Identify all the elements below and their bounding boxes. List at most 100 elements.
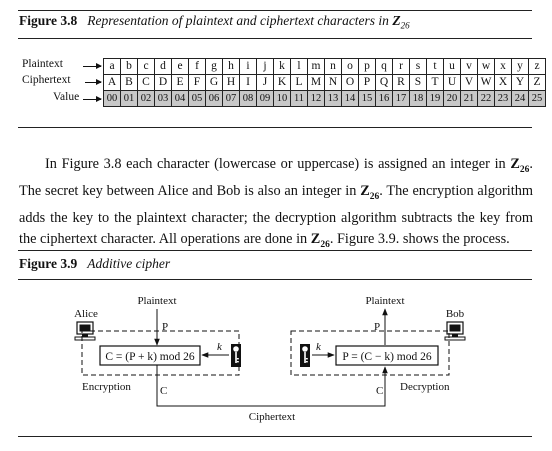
plaintext-cell: y bbox=[511, 58, 529, 75]
c-label-left: C bbox=[160, 385, 167, 397]
ciphertext-cell: R bbox=[392, 74, 410, 91]
value-cell: 03 bbox=[154, 90, 172, 107]
value-cell: 05 bbox=[188, 90, 206, 107]
ciphertext-cell: A bbox=[103, 74, 121, 91]
value-cell: 13 bbox=[324, 90, 342, 107]
ciphertext-path bbox=[156, 365, 388, 407]
ciphertext-cell: U bbox=[443, 74, 461, 91]
additive-cipher-diagram: Plaintext P Alice C = (P + k) mod 26 k E… bbox=[74, 295, 466, 423]
ciphertext-cell: F bbox=[188, 74, 206, 91]
ciphertext-cell: L bbox=[290, 74, 308, 91]
value-cell: 15 bbox=[358, 90, 376, 107]
decryption-label: Decryption bbox=[400, 381, 450, 393]
caption-rule bbox=[18, 38, 532, 39]
p-label-right: P bbox=[374, 321, 380, 333]
plaintext-cell: j bbox=[256, 58, 274, 75]
ciphertext-cell: S bbox=[409, 74, 427, 91]
value-cell: 21 bbox=[460, 90, 478, 107]
plaintext-cell: c bbox=[137, 58, 155, 75]
plaintext-cell: n bbox=[324, 58, 342, 75]
plaintext-cell: t bbox=[426, 58, 444, 75]
ciphertext-cell: E bbox=[171, 74, 189, 91]
decryption-formula-box bbox=[335, 345, 439, 366]
ciphertext-cell: T bbox=[426, 74, 444, 91]
key-label-right: k bbox=[316, 341, 322, 353]
plaintext-cell: z bbox=[528, 58, 546, 75]
value-cell: 22 bbox=[477, 90, 495, 107]
plaintext-cell: a bbox=[103, 58, 121, 75]
decryption-dashed-box bbox=[290, 330, 450, 376]
ciphertext-cell: D bbox=[154, 74, 172, 91]
ciphertext-cell: X bbox=[494, 74, 512, 91]
value-cell: 14 bbox=[341, 90, 359, 107]
figure-number: Figure 3.8 bbox=[19, 13, 78, 28]
arrow-ciphertext bbox=[85, 79, 102, 85]
ciphertext-label: Ciphertext bbox=[249, 411, 295, 423]
ciphertext-cell: O bbox=[341, 74, 359, 91]
top-rule bbox=[18, 10, 532, 11]
value-cell: 08 bbox=[239, 90, 257, 107]
value-cell: 07 bbox=[222, 90, 240, 107]
figure-3-9-top-rule bbox=[18, 250, 532, 251]
value-cell: 25 bbox=[528, 90, 546, 107]
ciphertext-cell: Y bbox=[511, 74, 529, 91]
arrow-value bbox=[83, 96, 102, 102]
figure-3-9-caption-rule bbox=[18, 279, 532, 280]
bob-label: Bob bbox=[446, 308, 465, 320]
figure-number: Figure 3.9 bbox=[19, 256, 78, 271]
value-cell: 18 bbox=[409, 90, 427, 107]
value-cell: 06 bbox=[205, 90, 223, 107]
row-label-value: Value bbox=[53, 91, 80, 103]
plaintext-cell: i bbox=[239, 58, 257, 75]
ciphertext-cell: H bbox=[222, 74, 240, 91]
value-cell: 11 bbox=[290, 90, 308, 107]
value-cell: 23 bbox=[494, 90, 512, 107]
ciphertext-cell: B bbox=[120, 74, 138, 91]
ciphertext-cell: W bbox=[477, 74, 495, 91]
ciphertext-cell: Z bbox=[528, 74, 546, 91]
encryption-formula-box bbox=[99, 345, 201, 366]
plaintext-cell: q bbox=[375, 58, 393, 75]
plaintext-cell: l bbox=[290, 58, 308, 75]
plaintext-cell: v bbox=[460, 58, 478, 75]
value-cell: 10 bbox=[273, 90, 291, 107]
value-cell: 12 bbox=[307, 90, 325, 107]
plaintext-label-left: Plaintext bbox=[137, 295, 176, 307]
value-cell: 20 bbox=[443, 90, 461, 107]
ciphertext-cell: Q bbox=[375, 74, 393, 91]
ciphertext-cell: J bbox=[256, 74, 274, 91]
plaintext-cell: b bbox=[120, 58, 138, 75]
figure-3-9-bottom-rule bbox=[18, 436, 532, 437]
ciphertext-cell: G bbox=[205, 74, 223, 91]
key-label-left: k bbox=[217, 341, 223, 353]
plaintext-cell: m bbox=[307, 58, 325, 75]
ciphertext-cell: C bbox=[137, 74, 155, 91]
plaintext-cell: w bbox=[477, 58, 495, 75]
value-cell: 00 bbox=[103, 90, 121, 107]
ciphertext-cell: P bbox=[358, 74, 376, 91]
plaintext-cell: u bbox=[443, 58, 461, 75]
plaintext-cell: x bbox=[494, 58, 512, 75]
p-label-left: P bbox=[162, 321, 168, 333]
body-paragraph: In Figure 3.8 each character (lowercase … bbox=[19, 156, 533, 250]
key-icon bbox=[300, 344, 310, 367]
encryption-formula: C = (P + k) mod 26 bbox=[105, 351, 194, 363]
plaintext-cell: d bbox=[154, 58, 172, 75]
value-cell: 01 bbox=[120, 90, 138, 107]
ciphertext-cell: I bbox=[239, 74, 257, 91]
value-cell: 02 bbox=[137, 90, 155, 107]
ciphertext-cell: N bbox=[324, 74, 342, 91]
plaintext-cell: s bbox=[409, 58, 427, 75]
plaintext-cell: o bbox=[341, 58, 359, 75]
row-label-ciphertext: Ciphertext bbox=[22, 74, 71, 86]
key-icon bbox=[231, 344, 241, 367]
decryption-formula: P = (C − k) mod 26 bbox=[342, 351, 431, 363]
plaintext-cell: r bbox=[392, 58, 410, 75]
arrow-plaintext bbox=[83, 63, 102, 69]
plaintext-label-right: Plaintext bbox=[365, 295, 404, 307]
